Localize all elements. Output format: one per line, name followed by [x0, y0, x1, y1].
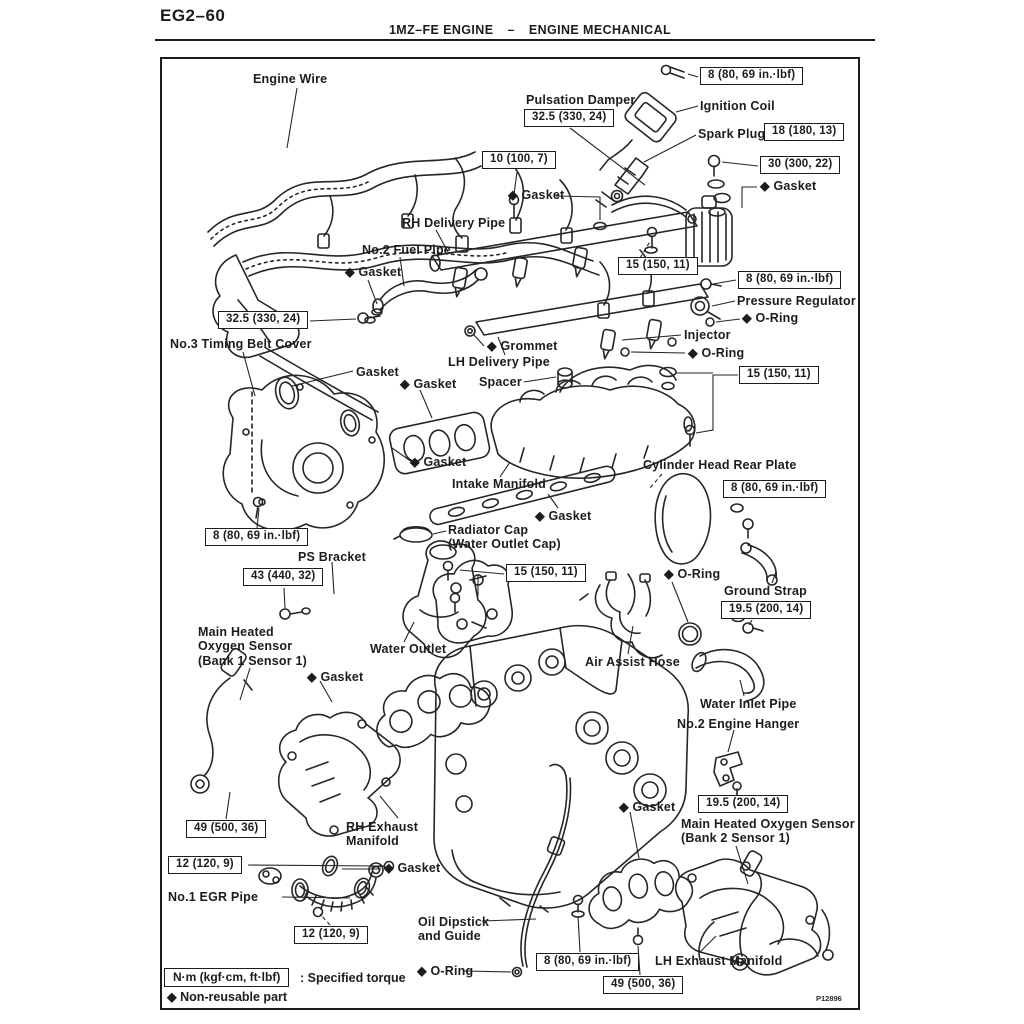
torque-box-fuel-pipe-upper: 10 (100, 7): [482, 151, 556, 170]
header-section: ENGINE MECHANICAL: [528, 23, 672, 37]
label-engine-wire: Engine Wire: [253, 72, 328, 86]
label-oring-regulator: ◆ O-Ring: [742, 311, 799, 325]
label-no3-timing-belt-cover: No.3 Timing Belt Cover: [170, 337, 312, 351]
torque-box-ps-bolt-small: 8 (80, 69 in.·lbf): [205, 528, 309, 547]
label-pressure-regulator: Pressure Regulator: [737, 294, 856, 308]
label-oring-dipstick: ◆ O-Ring: [417, 964, 474, 978]
label-air-assist-hose: Air Assist Hose: [585, 655, 680, 669]
torque-box-damper2: 32.5 (330, 24): [218, 311, 309, 330]
label-ps-bracket: PS Bracket: [298, 550, 367, 564]
torque-box-ps-bracket: 43 (440, 32): [243, 568, 324, 587]
label-gasket-intake: ◆ Gasket: [410, 455, 467, 469]
label-no2-fuel-pipe: No.2 Fuel Pipe: [362, 243, 451, 257]
torque-box-egr-2: 12 (120, 9): [294, 926, 368, 945]
torque-box-pulsation-damper: 32.5 (330, 24): [524, 109, 615, 128]
label-water-inlet-pipe: Water Inlet Pipe: [700, 697, 797, 711]
label-intake-manifold: Intake Manifold: [452, 477, 546, 491]
torque-box-manifold-bolt: 15 (150, 11): [739, 366, 819, 385]
label-oil-dipstick: Oil Dipstick and Guide: [418, 915, 490, 944]
torque-box-spark-plug: 18 (180, 13): [764, 123, 845, 142]
torque-box-water-outlet: 15 (150, 11): [506, 564, 586, 583]
label-gasket-fuel-pipe: ◆ Gasket: [345, 265, 402, 279]
torque-box-coil-bolt: 8 (80, 69 in.·lbf): [700, 67, 804, 86]
header-engine: 1MZ–FE ENGINE: [388, 23, 494, 37]
label-ground-strap: Ground Strap: [724, 584, 807, 598]
label-gasket-timing: Gasket: [356, 365, 399, 379]
torque-box-union-bolt: 30 (300, 22): [760, 156, 841, 175]
label-oring-injector: ◆ O-Ring: [688, 346, 745, 360]
header-divider: –: [507, 23, 515, 37]
torque-box-rh-manifold: 49 (500, 36): [186, 820, 267, 839]
torque-box-ground-strap: 19.5 (200, 14): [721, 601, 812, 620]
legend-torque-box: N·m (kgf·cm, ft·lbf): [164, 968, 290, 987]
torque-box-hanger: 19.5 (200, 14): [698, 795, 789, 814]
label-lh-delivery-pipe: LH Delivery Pipe: [448, 355, 550, 369]
label-ignition-coil: Ignition Coil: [700, 99, 775, 113]
torque-box-regulator-bolt: 8 (80, 69 in.·lbf): [738, 271, 842, 290]
label-water-outlet: Water Outlet: [370, 642, 447, 656]
label-gasket-egr: ◆ Gasket: [384, 861, 441, 875]
label-o2-sensor-bank2: Main Heated Oxygen Sensor (Bank 2 Sensor…: [681, 817, 855, 846]
torque-box-dipstick-bolt: 8 (80, 69 in.·lbf): [536, 953, 640, 972]
page-header: 1MZ–FE ENGINE – ENGINE MECHANICAL: [300, 23, 760, 37]
label-gasket-plenum: ◆ Gasket: [535, 509, 592, 523]
torque-box-delivery-bolt: 15 (150, 11): [618, 257, 698, 276]
label-no1-egr-pipe: No.1 EGR Pipe: [168, 890, 259, 904]
label-gasket-union: ◆ Gasket: [760, 179, 817, 193]
label-radiator-cap: Radiator Cap (Water Outlet Cap): [448, 523, 561, 552]
label-gasket-exh-lh: ◆ Gasket: [619, 800, 676, 814]
header-rule: [155, 39, 875, 41]
label-spark-plug: Spark Plug: [698, 127, 766, 141]
label-gasket-rh-pipe: ◆ Gasket: [508, 188, 565, 202]
label-o2-sensor-bank1: Main Heated Oxygen Sensor (Bank 1 Sensor…: [198, 625, 307, 668]
torque-box-egr-1: 12 (120, 9): [168, 856, 242, 875]
label-injector: Injector: [684, 328, 731, 342]
label-spacer: Spacer: [479, 375, 522, 389]
page-code: EG2–60: [160, 6, 226, 25]
label-gasket-intake-lower: ◆ Gasket: [400, 377, 457, 391]
label-cylinder-head-rear-plate: Cylinder Head Rear Plate: [643, 458, 797, 472]
label-no2-engine-hanger: No.2 Engine Hanger: [677, 717, 800, 731]
label-rh-delivery-pipe: RH Delivery Pipe: [402, 216, 506, 230]
label-gasket-exh-rh: ◆ Gasket: [307, 670, 364, 684]
legend-torque-caption: : Specified torque: [300, 971, 406, 985]
label-oring-water: ◆ O-Ring: [664, 567, 721, 581]
label-pulsation-damper: Pulsation Damper: [526, 93, 636, 107]
legend-nonreusable: ◆ Non-reusable part: [167, 990, 288, 1004]
label-lh-exhaust-manifold: LH Exhaust Manifold: [655, 954, 783, 968]
torque-box-lh-manifold: 49 (500, 36): [603, 976, 684, 995]
torque-box-rear-plate: 8 (80, 69 in.·lbf): [723, 480, 827, 499]
label-rh-exhaust-manifold: RH Exhaust Manifold: [346, 820, 419, 849]
figure-code: P12896: [816, 994, 842, 1003]
label-grommet: ◆ Grommet: [487, 339, 558, 353]
